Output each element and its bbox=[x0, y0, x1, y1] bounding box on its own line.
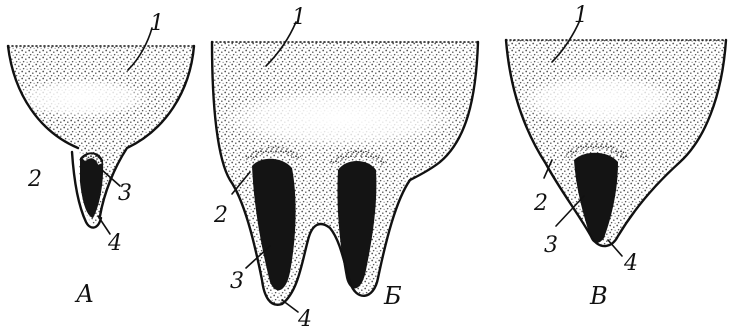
panel-a-label-3: 3 bbox=[118, 181, 132, 206]
panel-c: 1 2 3 4 В bbox=[506, 3, 726, 310]
panel-a: 1 2 3 4 А bbox=[8, 11, 194, 308]
panel-c-caption: В bbox=[589, 282, 608, 310]
panel-a-label-2: 2 bbox=[27, 167, 42, 192]
panel-a-label-1: 1 bbox=[150, 11, 164, 36]
panel-c-label-1: 1 bbox=[574, 3, 588, 28]
panel-c-label-3: 3 bbox=[544, 233, 558, 258]
panel-a-udder-body bbox=[8, 46, 194, 224]
panel-b-caption: Б bbox=[383, 282, 402, 310]
panel-b-label-4: 4 bbox=[297, 307, 312, 330]
panel-b: 1 2 3 4 Б bbox=[212, 5, 478, 330]
panel-c-label-4: 4 bbox=[623, 251, 638, 276]
panel-a-label-4: 4 bbox=[107, 231, 122, 256]
panel-b-label-1: 1 bbox=[292, 5, 306, 30]
panel-b-label-2: 2 bbox=[213, 203, 228, 228]
panel-b-label-3: 3 bbox=[230, 269, 244, 294]
panel-a-caption: А bbox=[74, 280, 94, 308]
panel-c-label-2: 2 bbox=[533, 191, 548, 216]
